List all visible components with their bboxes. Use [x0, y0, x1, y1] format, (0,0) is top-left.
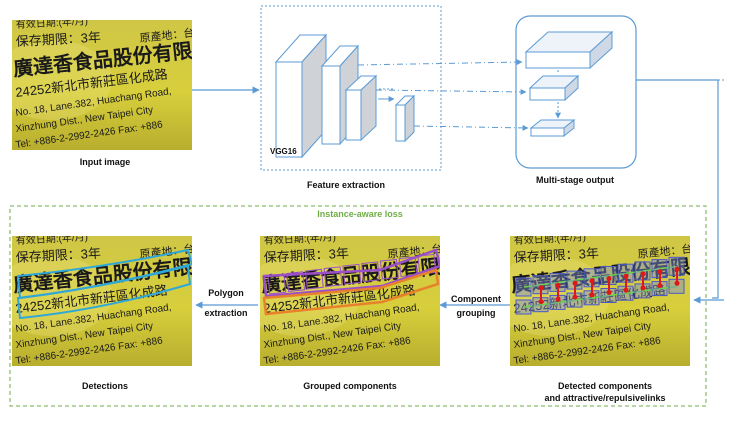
grouped-components-photo: 有效日期:(年/月)保存期限：3年原產地：台廣達香食品股份有限24252新北市新… [260, 236, 440, 366]
component-box [267, 273, 287, 295]
output-layer-2 [528, 74, 580, 102]
detected-components-photo: 有效日期:(年/月)保存期限：3年原產地：台廣達香食品股份有限24252新北市新… [510, 236, 690, 366]
link-node [657, 269, 663, 275]
input-image-label: Input image [79, 157, 131, 167]
photo-text: 有效日期:(年/月) [15, 236, 88, 247]
detected-components-label-2: and attractive/repulsivelinks [544, 393, 666, 403]
feature-extraction-label: Feature extraction [306, 180, 386, 190]
link-node [555, 282, 561, 288]
multi-stage-output-label: Multi-stage output [536, 175, 614, 185]
feature-extraction-box [260, 5, 442, 171]
link-node [606, 290, 612, 295]
link-node [538, 299, 544, 305]
detected-components-image: 有效日期:(年/月)保存期限：3年原產地：台廣達香食品股份有限24252新北市新… [510, 236, 690, 366]
link-node [538, 285, 544, 291]
output-layer-3 [529, 118, 576, 138]
link-node [657, 283, 663, 289]
photo-text: 保存期限：3年 [15, 30, 101, 49]
component-box [379, 258, 399, 280]
photo-background [12, 236, 192, 366]
link-node [555, 296, 561, 302]
vgg16-block-1 [274, 33, 328, 159]
photo-text: 有效日期:(年/月) [15, 20, 88, 31]
input-image-photo: 有效日期:(年/月)保存期限：3年原產地：台廣達香食品股份有限24252新北市新… [12, 20, 192, 150]
detected-components-label-1: Detected components [557, 381, 653, 391]
link-node [606, 276, 612, 281]
link-node [674, 266, 680, 272]
link-node [674, 280, 680, 286]
component-box [323, 266, 343, 287]
photo-background [12, 20, 192, 150]
link-node [640, 285, 646, 291]
polygon-extraction-label-2: extraction [204, 308, 248, 318]
polygon-extraction-label-1: Polygon [208, 288, 244, 298]
photo-text: 保存期限：3年 [263, 246, 349, 265]
detections-photo: 有效日期:(年/月)保存期限：3年原產地：台廣達香食品股份有限24252新北市新… [12, 236, 192, 366]
instance-aware-loss-label: Instance-aware loss [317, 209, 403, 219]
vgg16-block-3 [344, 74, 378, 142]
photo-text: 有效日期:(年/月) [263, 236, 336, 247]
detection-polygon [16, 264, 192, 320]
text-component [515, 277, 532, 297]
text-component [515, 299, 532, 315]
component-grouping-label-2: grouping [456, 308, 496, 318]
component-box [342, 263, 362, 285]
link-node [640, 271, 646, 277]
grouped-components-label: Grouped components [303, 381, 397, 391]
link-node [623, 273, 629, 279]
component-box [398, 256, 418, 278]
component-box [286, 271, 306, 292]
link-node [589, 292, 595, 298]
photo-text: 有效日期:(年/月) [513, 236, 586, 247]
component-box [304, 268, 324, 290]
link-node [572, 294, 578, 300]
component-grouping-label-1: Component [451, 294, 501, 304]
photo-highlight [12, 40, 112, 120]
vgg16-block-4 [394, 94, 416, 143]
group-outline [262, 248, 440, 298]
component-box [361, 261, 381, 283]
vgg16-label: VGG16 [270, 147, 297, 156]
group-outline [262, 268, 440, 316]
photo-text: 保存期限：3年 [15, 246, 101, 265]
output-layer-1 [524, 30, 614, 70]
link-node [589, 278, 595, 284]
detections-label: Detections [81, 381, 128, 391]
link-node [572, 280, 578, 286]
link-node [623, 287, 629, 293]
photo-text: 保存期限：3年 [513, 246, 599, 265]
